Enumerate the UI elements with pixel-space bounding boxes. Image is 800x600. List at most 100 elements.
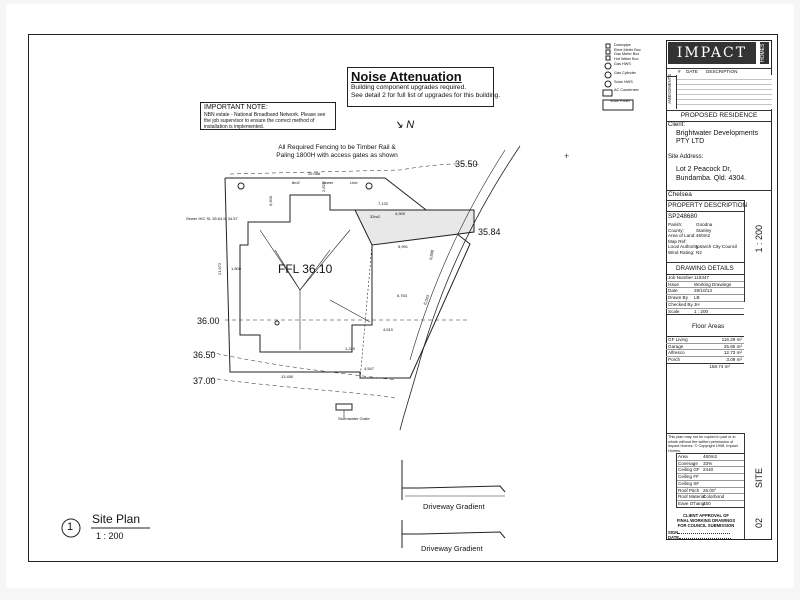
drawing-key: Checked By	[668, 301, 693, 307]
dim-label: 21.672	[217, 262, 222, 275]
prop-key: Map Ref:	[668, 238, 687, 244]
driveway-gradient-label: Driveway Gradient	[421, 544, 483, 553]
contour-label: 37.00	[193, 376, 216, 386]
floor-value: 3.09 m²	[726, 357, 742, 363]
driveway	[354, 209, 475, 246]
scale-side-label: 1 : 200	[754, 225, 764, 253]
prop-value: 460m2	[696, 233, 711, 239]
prop-key: Wind Rating:	[668, 249, 695, 255]
site-key: Area	[678, 454, 688, 459]
prop-value: Ipswich City Council	[696, 244, 738, 250]
prop-key: Area of Land:	[668, 233, 696, 239]
dim-label: 1,220	[345, 346, 356, 351]
company-logo: IMPACT	[668, 42, 756, 64]
ffl-label: FFL 36.10	[278, 262, 333, 276]
drawing-value: 119347	[694, 275, 709, 280]
rev-col-num: #	[678, 69, 681, 74]
site-key: Coverage	[678, 460, 698, 466]
drawing-key: Scale	[668, 308, 680, 314]
contour-label: 36.50	[193, 350, 216, 360]
client-approval: CLIENT APPROVAL OF FINAL WORKING DRAWING…	[668, 513, 744, 541]
site-plan-number: 1	[67, 521, 74, 533]
client-label: Client:	[668, 122, 686, 128]
legend-item: AC Condenser	[614, 88, 639, 93]
site-key: Ceiling SF	[678, 480, 700, 486]
dim-label: 7,132	[378, 201, 389, 206]
legend-list: Downpipe Elect Meter Box Gas Meter Box H…	[610, 43, 660, 103]
plan-reference: SP248680	[668, 213, 698, 220]
dim-label: 4,900	[395, 211, 406, 216]
floor-key: Alfresco	[668, 350, 685, 356]
fencing-line-2: Paling 1800H with access gates as shown	[276, 152, 398, 159]
dim-label: 5,991	[398, 244, 409, 249]
drawing-key: Issue	[668, 281, 679, 287]
dim-label: 4,510	[383, 327, 394, 332]
noise-title: Noise Attenuation	[351, 69, 462, 84]
driveway-gradient-1	[401, 460, 506, 500]
dim-label: 25.086	[308, 171, 321, 176]
dim-label: 2,829	[321, 181, 326, 192]
site-key: Ceiling GF	[678, 467, 700, 473]
site-value: 25.00°	[703, 487, 717, 493]
project-title: PROPOSED RESIDENCE	[666, 110, 772, 122]
dim-label: 6,043	[422, 293, 430, 305]
drawing-key: Date	[668, 288, 678, 294]
site-address-label: Site Address:	[668, 154, 704, 160]
floor-value: 116.29 m²	[721, 337, 742, 342]
prop-value: Stanley	[696, 227, 712, 233]
floor-key: Porch	[668, 357, 681, 363]
site-address-line-2: Bundamba. Qld. 4304.	[676, 175, 747, 182]
contour-label: 35.84	[478, 227, 501, 237]
revision-grid	[676, 75, 772, 109]
driveway-gradient-2	[401, 520, 506, 548]
drawing-frame	[28, 34, 778, 562]
copyright-note: This plan may not be copied in part or i…	[668, 435, 738, 453]
rev-col-date: DATE	[686, 69, 698, 74]
amendments-label: AMENDMENTS	[667, 74, 672, 104]
floor-total: 158.74 m²	[709, 363, 730, 369]
company-logo-side: HOMES	[760, 42, 769, 64]
site-plan-title: Site Plan	[92, 512, 141, 526]
dim-label: 13.450	[281, 374, 294, 379]
dim-label: 1,800	[231, 266, 242, 271]
property-details: Parish: Goodna County: Stanley Area of L…	[668, 222, 744, 256]
area-label: 8m2	[292, 180, 301, 185]
legend-item: Solar Panel	[610, 98, 630, 103]
property-header: PROPERTY DESCRIPTION	[668, 202, 748, 209]
approval-line-1: CLIENT APPROVAL OF	[683, 513, 729, 518]
legend-item: Gas Cylinder	[614, 70, 636, 75]
site-key: Ceiling FF	[678, 474, 699, 480]
design-name: Chelsea	[668, 191, 692, 198]
noise-line-2: See detail 2 for full list of upgrades f…	[351, 92, 501, 99]
client-name: Brightwater Developments PTY LTD	[676, 130, 759, 145]
prop-key: Local Authority:	[668, 244, 700, 250]
drawing-key: Drawn By	[668, 295, 688, 301]
legend-item: Elect Meter Box	[614, 47, 641, 52]
north-arrow-icon: ↘ N	[394, 119, 415, 131]
legend-item: Downpipe	[614, 43, 631, 47]
important-note-title: IMPORTANT NOTE:	[204, 104, 268, 111]
driveway-gradient-label: Driveway Gradient	[423, 502, 485, 511]
house-roof-outline	[239, 194, 373, 353]
fencing-note: All Required Fencing to be Timber Rail &…	[262, 144, 412, 160]
floor-value: 25.65 m²	[723, 343, 742, 349]
fencing-line-1: All Required Fencing to be Timber Rail &	[278, 144, 396, 151]
noise-line-1: Building component upgrades required.	[351, 84, 467, 91]
drawing-value: JH	[694, 301, 700, 307]
site-value: Colorbond	[703, 494, 725, 500]
prop-value: N2	[696, 249, 702, 255]
prop-key: County:	[668, 227, 684, 233]
legend-symbols	[602, 43, 634, 111]
sewer-line-label: Line	[350, 180, 358, 185]
dim-label: 6,763	[397, 293, 408, 298]
road-edge	[399, 145, 521, 431]
legend-item: Solar HWS	[614, 79, 633, 84]
dim-label: 9,800	[428, 249, 435, 260]
site-value: 33%	[703, 460, 713, 466]
sign-label: SIGN	[668, 530, 679, 536]
floor-key: GF Living	[668, 337, 688, 342]
prop-value: Goodna	[696, 222, 713, 227]
